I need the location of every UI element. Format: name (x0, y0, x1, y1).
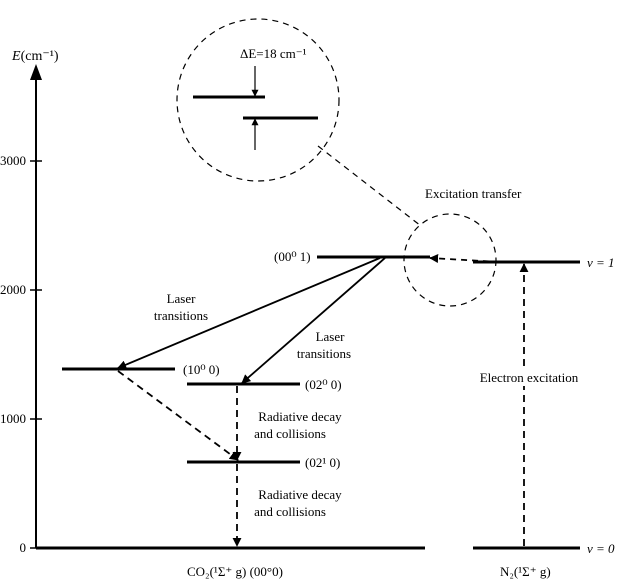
axis-label-symbol: E (11, 49, 21, 64)
axis-label-unit: (cm⁻¹) (21, 49, 59, 64)
electron-excitation-label-backing (469, 368, 589, 386)
laser-right-label-line2: transitions (297, 346, 351, 361)
radiative-upper-label-line2: and collisions (254, 426, 326, 441)
laser-left-label-line2: transitions (154, 308, 208, 323)
label-co2-010: (02¹ 0) (305, 455, 340, 470)
label-co2-100: (10⁰ 0) (183, 362, 220, 377)
decay-arrow-100-to-010 (117, 370, 239, 461)
delta-e-label: ΔE=18 cm⁻¹ (240, 46, 307, 61)
label-co2-molecule: CO₂(¹Σ⁺ g) (00°0) (187, 564, 283, 579)
radiative-lower-label-line1: Radiative decay (258, 487, 342, 502)
excitation-transfer-label: Excitation transfer (425, 186, 522, 201)
label-co2-020: (02⁰ 0) (305, 377, 342, 392)
laser-arrow-to-020 (241, 257, 386, 384)
label-n2-molecule: N₂(¹Σ⁺ g) (500, 564, 551, 579)
energy-axis-arrowhead (30, 64, 42, 80)
tick-label-2000: 2000 (0, 282, 26, 297)
tick-label-1000: 1000 (0, 411, 26, 426)
label-n2-v1: v = 1 (587, 255, 615, 270)
radiative-upper-label-line1: Radiative decay (258, 409, 342, 424)
transfer-zoom-circle (403, 213, 497, 307)
laser-arrow-to-100 (117, 257, 381, 370)
label-co2-001: (00⁰ 1) (274, 249, 311, 264)
radiative-lower-label-line2: and collisions (254, 504, 326, 519)
electron-excitation-label: Electron excitation (480, 370, 579, 385)
tick-label-0: 0 (20, 540, 27, 555)
delta-e-zoom-circle (176, 18, 340, 182)
label-n2-v0: v = 0 (587, 541, 615, 556)
tick-label-3000: 3000 (0, 153, 26, 168)
zoom-connector-line (317, 145, 422, 227)
excitation-transfer-arrow (429, 253, 501, 263)
axis-label: E(cm⁻¹) (11, 49, 59, 64)
laser-right-label-line1: Laser (316, 329, 346, 344)
laser-left-label-line1: Laser (167, 291, 197, 306)
